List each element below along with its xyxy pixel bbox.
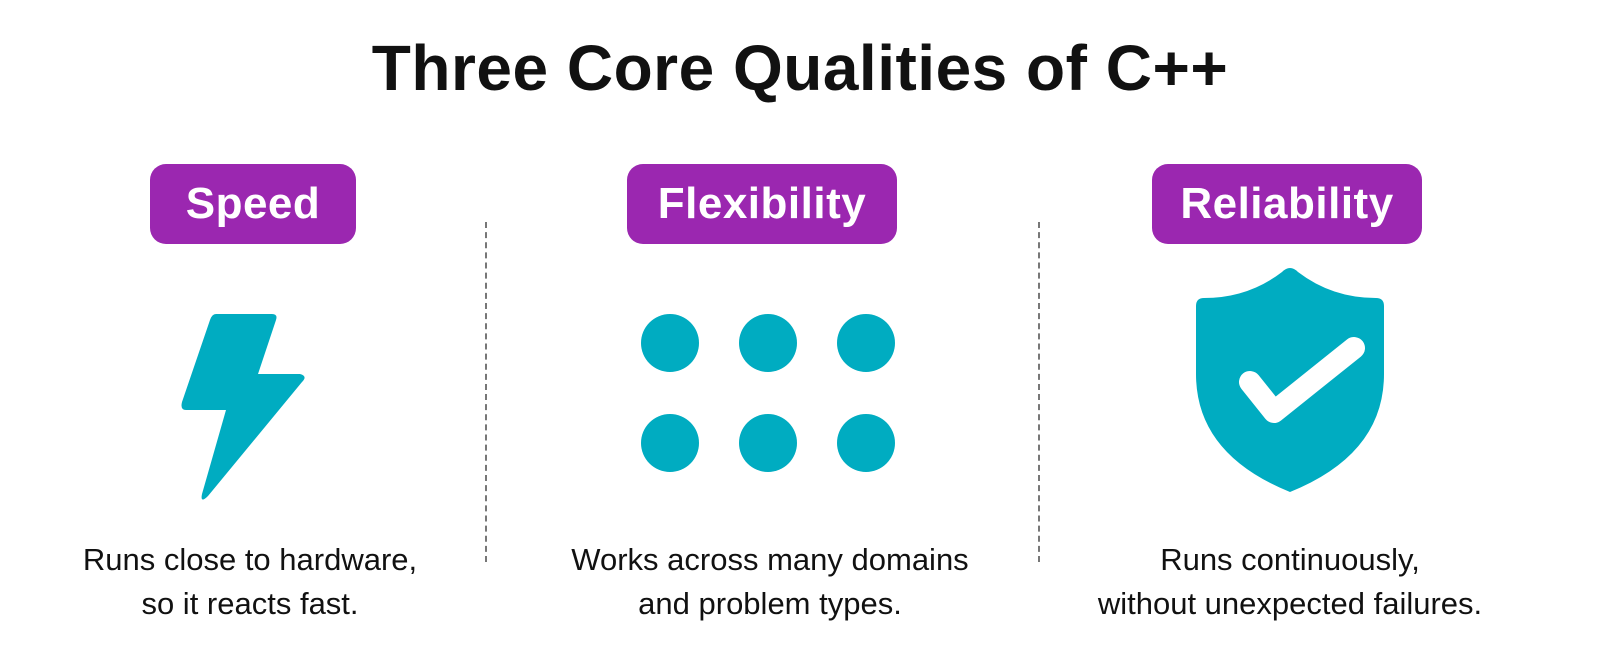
- caption-line: so it reacts fast.: [141, 586, 359, 621]
- quality-label-reliability: Reliability: [1152, 164, 1422, 244]
- quality-caption-reliability: Runs continuously, without unexpected fa…: [1060, 538, 1520, 626]
- quality-caption-flexibility: Works across many domains and problem ty…: [520, 538, 1020, 626]
- column-divider: [485, 222, 487, 562]
- caption-line: Runs close to hardware,: [82, 542, 418, 577]
- quality-card-reliability: Reliability Runs continuously, without u…: [1060, 0, 1580, 670]
- lightning-bolt-icon: [181, 314, 305, 500]
- caption-line: and problem types.: [638, 586, 902, 621]
- caption-line: Runs continuously,: [1160, 542, 1420, 577]
- six-dots-grid-icon: [641, 314, 895, 472]
- page-title: Three Core Qualities of C++: [371, 32, 1229, 104]
- quality-label-flexibility: Flexibility: [627, 164, 897, 244]
- column-divider: [1038, 222, 1040, 562]
- caption-line: Works across many domains: [571, 542, 969, 577]
- caption-line: without unexpected failures.: [1097, 586, 1483, 621]
- quality-label-speed: Speed: [150, 164, 356, 244]
- quality-card-speed: Speed Runs close to hardware, so it reac…: [40, 0, 460, 670]
- shield-check-icon: [1196, 268, 1384, 492]
- quality-card-flexibility: Flexibility Works across many domains an…: [520, 0, 1020, 670]
- quality-caption-speed: Runs close to hardware, so it reacts fas…: [40, 538, 460, 626]
